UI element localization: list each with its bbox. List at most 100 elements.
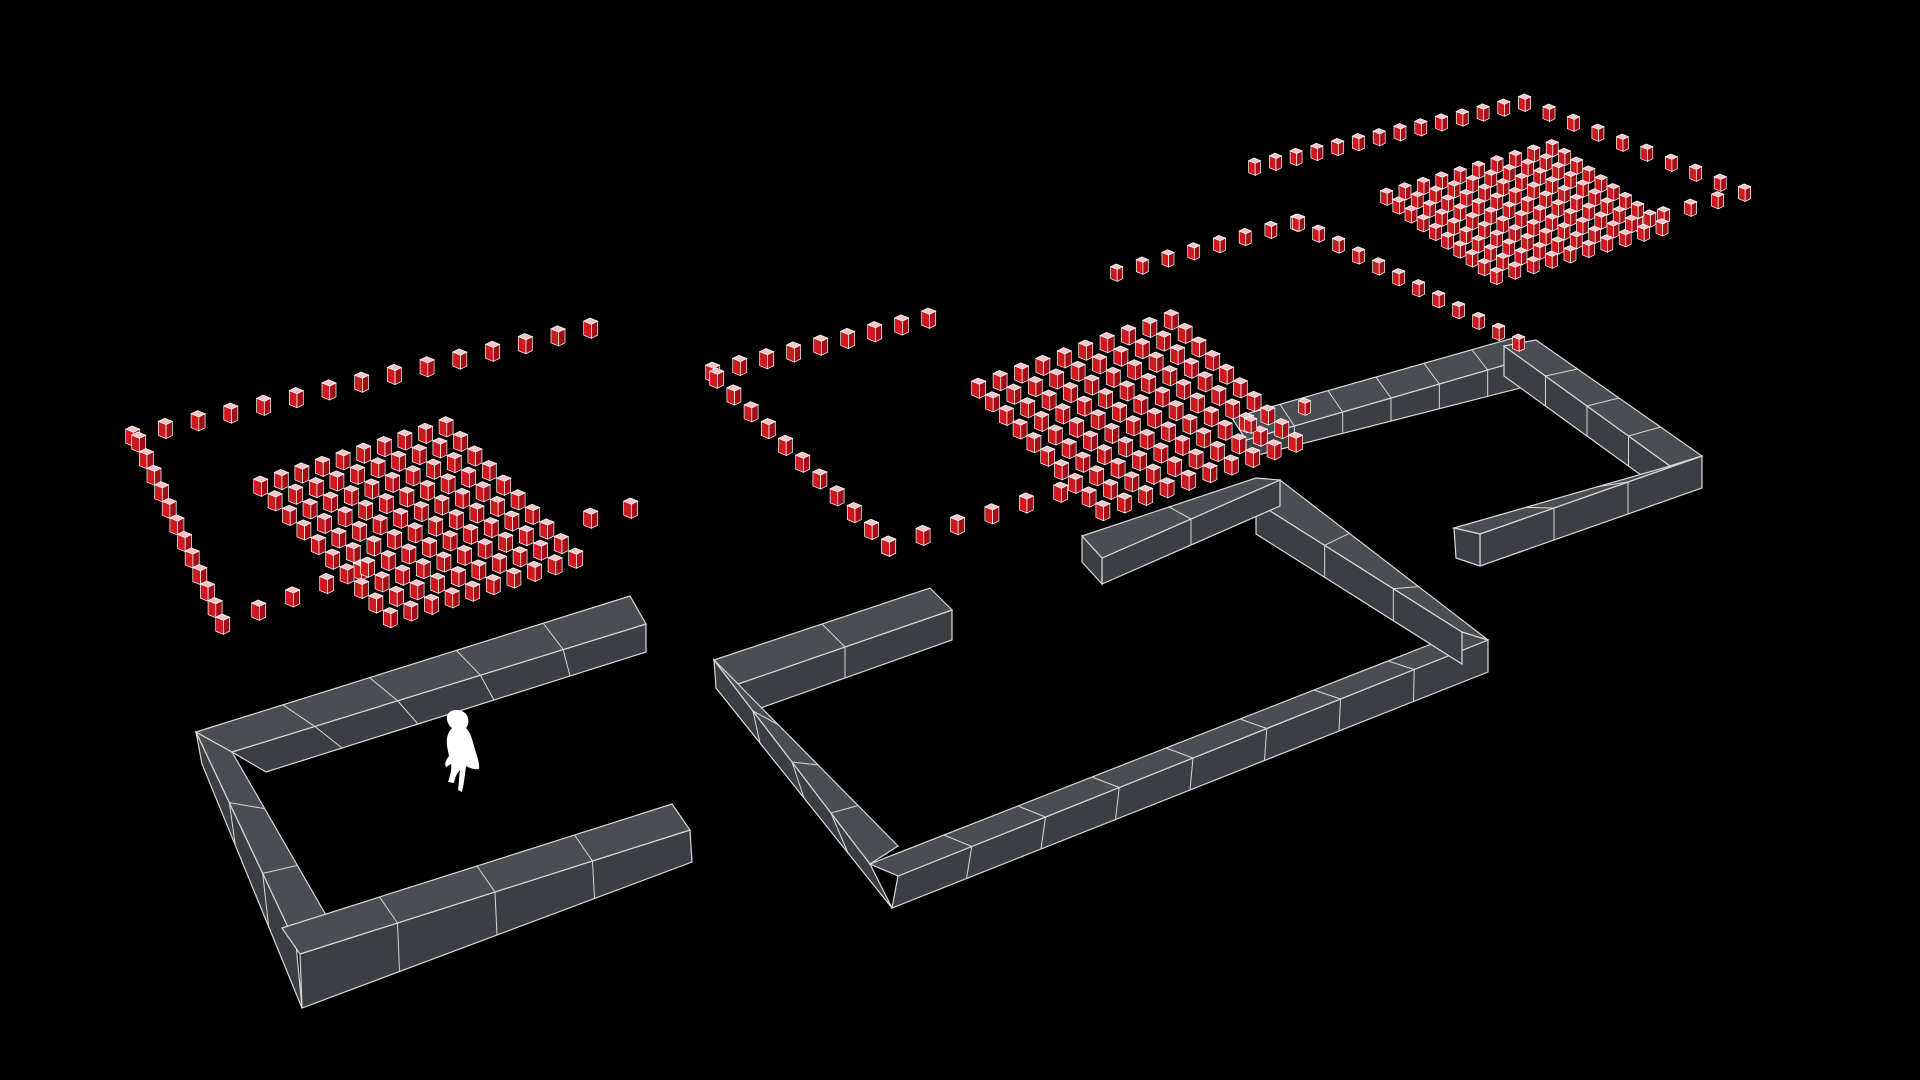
- seat-cube: [582, 317, 599, 339]
- seat-cube: [839, 327, 856, 350]
- wall-seam: [1327, 390, 1344, 413]
- seat-cube: [1209, 440, 1226, 463]
- cube-top-face: [1656, 206, 1671, 213]
- seat-cube: [777, 434, 794, 457]
- cube-top-face: [1550, 236, 1565, 243]
- seat-cube: [1538, 227, 1553, 246]
- cube-top-face: [1642, 209, 1657, 216]
- cube-top-face: [450, 566, 467, 574]
- cube-top-face: [1182, 413, 1198, 421]
- cube-top-face: [1081, 486, 1097, 494]
- cube-top-face: [1452, 240, 1467, 247]
- m2-back-row: [704, 307, 937, 383]
- cube-top-face: [423, 593, 440, 601]
- seat-cube: [191, 564, 208, 586]
- seat-cube: [1440, 194, 1455, 213]
- seat-cube: [1182, 413, 1198, 435]
- seat-cube: [1471, 235, 1486, 254]
- seat-cube: [1410, 191, 1425, 210]
- cube-top-face: [1091, 353, 1108, 361]
- cube-top-face: [1471, 160, 1486, 167]
- cube-top-face: [1310, 142, 1324, 149]
- cube-top-face: [1232, 377, 1249, 385]
- seat-cube: [364, 478, 380, 500]
- seat-cube: [1183, 357, 1200, 379]
- cube-top-face: [1082, 430, 1099, 438]
- cube-top-face: [1453, 203, 1467, 210]
- seat-cube: [1737, 183, 1752, 202]
- seat-cube: [190, 410, 206, 432]
- seat-cube: [1119, 380, 1135, 402]
- cube-top-face: [704, 361, 721, 369]
- seat-cube: [1231, 433, 1247, 455]
- seat-cube: [355, 442, 372, 464]
- cube-top-face: [920, 307, 937, 315]
- cube-top-face: [758, 348, 775, 356]
- cube-top-face: [324, 548, 341, 556]
- cube-top-face: [1077, 339, 1094, 347]
- seat-cube: [1630, 200, 1645, 219]
- wall-seam: [397, 922, 400, 972]
- seat-cube: [1446, 217, 1461, 236]
- cube-top-face: [812, 468, 828, 476]
- seat-cube: [1177, 322, 1193, 345]
- seat-cube: [1109, 263, 1124, 282]
- wall-layer: [194, 335, 1704, 1009]
- cube-top-face: [489, 495, 506, 503]
- wall-seam: [830, 805, 859, 814]
- seat-cube: [1618, 191, 1633, 211]
- cube-top-face: [731, 354, 748, 362]
- seat-cube: [483, 517, 500, 539]
- cube-top-face: [812, 334, 829, 342]
- wall-seam: [1168, 506, 1192, 520]
- cube-top-face: [397, 429, 413, 437]
- seat-cube: [1120, 324, 1137, 346]
- seat-cube: [1067, 472, 1084, 495]
- seat-cube: [331, 527, 347, 549]
- cube-top-face: [893, 314, 910, 322]
- seat-cube: [1013, 362, 1030, 384]
- cube-top-face: [1514, 210, 1529, 217]
- seat-cube: [1575, 179, 1590, 198]
- cube-top-face: [1113, 345, 1129, 353]
- seat-cube: [252, 475, 269, 497]
- cube-top-face: [1517, 93, 1532, 100]
- seat-cube: [413, 501, 430, 523]
- cube-top-face: [1119, 380, 1135, 388]
- cube-top-face: [462, 523, 479, 531]
- wall-seam: [1586, 397, 1620, 407]
- seat-cube: [1091, 353, 1108, 375]
- seat-cube: [1331, 235, 1346, 254]
- seat-cube: [423, 593, 440, 616]
- seat-cube: [390, 450, 407, 472]
- seat-cube: [370, 457, 386, 479]
- cube-top-face: [337, 506, 353, 514]
- cube-top-face: [273, 469, 290, 477]
- seat-cube: [1090, 409, 1106, 431]
- module-1-walls: [194, 595, 693, 1009]
- cube-top-face: [1246, 390, 1262, 398]
- cube-top-face: [357, 499, 374, 507]
- cube-top-face: [1526, 256, 1541, 263]
- seat-cube: [1102, 478, 1119, 501]
- seat-cube: [1211, 384, 1227, 407]
- cube-top-face: [481, 460, 498, 468]
- cube-top-face: [1428, 185, 1443, 192]
- seat-cube: [1532, 204, 1547, 223]
- wall-end-cap: [1081, 534, 1103, 586]
- seat-cube: [1612, 206, 1627, 225]
- cube-top-face: [1471, 197, 1486, 204]
- seat-cube-layer: [124, 93, 1752, 635]
- seat-cube: [1581, 202, 1596, 221]
- cube-top-face: [1268, 152, 1283, 159]
- seat-cube: [1557, 185, 1572, 204]
- cube-top-face: [1070, 360, 1086, 368]
- seat-cube: [481, 460, 498, 482]
- wall-seam: [1165, 747, 1194, 759]
- seat-cube: [477, 538, 493, 560]
- seat-cube: [1291, 213, 1306, 232]
- cube-top-face: [446, 452, 463, 460]
- seat-cube: [397, 429, 413, 451]
- seat-cube: [434, 494, 450, 516]
- cube-top-face: [1581, 239, 1596, 246]
